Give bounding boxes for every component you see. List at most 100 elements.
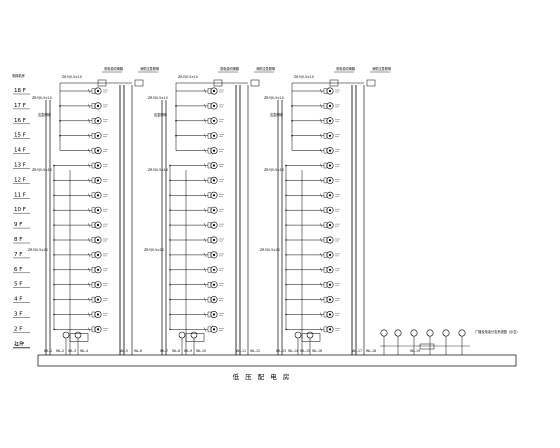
meter-dot (96, 298, 100, 301)
side-box (207, 88, 212, 94)
side-box (91, 252, 96, 258)
side-box (207, 267, 212, 273)
metering-box (185, 333, 205, 342)
meter-dot (212, 194, 216, 197)
side-box (323, 132, 328, 139)
breaker-tick (87, 223, 91, 228)
side-box (207, 103, 212, 109)
junction-dot (291, 134, 293, 137)
meter-dot (212, 238, 216, 242)
equipment-box (419, 343, 435, 350)
floor-label: 6 F (14, 267, 22, 273)
top-cable-label: ZR-YJV-5×10 (62, 75, 82, 79)
meter-symbol (326, 191, 334, 199)
meter-dot (328, 238, 332, 242)
meter-dot (96, 328, 100, 331)
low-cable-label: ZR-YJV-5×25 (260, 248, 280, 252)
meter-dot (96, 179, 100, 182)
meter-symbol (326, 147, 334, 155)
meter-dot (96, 149, 100, 152)
equipment-meter (394, 329, 402, 337)
breaker-tick (203, 223, 207, 228)
side-box (323, 192, 328, 199)
top-cable-label: ZR-YJV-5×10 (294, 75, 314, 79)
bus-label: WL-1 (44, 349, 52, 353)
equipment-meter (442, 329, 450, 337)
breaker-tick (319, 178, 323, 183)
meter-dot (328, 328, 332, 331)
meter-symbol (326, 296, 334, 304)
equipment-meter (426, 329, 434, 337)
meter-dot (96, 89, 100, 93)
meter-dot (328, 119, 332, 122)
meter-symbol (326, 132, 334, 140)
top-box-symbol (329, 79, 339, 87)
meter-dot (212, 253, 216, 256)
side-box (323, 162, 328, 169)
busbar-frame (37, 354, 517, 367)
floor-label: 5 F (14, 282, 22, 288)
mid-cable-label: ZR-YJV-5×16 (148, 168, 168, 172)
floor-label: 7 F (14, 252, 22, 258)
breaker-tick (203, 148, 207, 153)
side-box (207, 192, 212, 199)
meter-dot (212, 224, 216, 227)
meter-symbol (326, 206, 334, 214)
breaker-tick (87, 133, 91, 138)
side-box (91, 177, 96, 184)
bottom-meter (178, 331, 186, 339)
floor-label: 1 F (14, 341, 22, 347)
meter-symbol (326, 236, 334, 244)
floor-label: 2 F (14, 326, 22, 332)
right-equipment-group: 广播及电话分支系统图（示意） (380, 329, 520, 355)
side-box (91, 296, 96, 303)
meter-symbol (326, 117, 334, 125)
floor-label: 14 F (14, 148, 26, 154)
junction-dot (175, 105, 177, 107)
meter-dot (96, 164, 100, 167)
meter-dot (96, 268, 100, 271)
side-box (91, 88, 96, 94)
low-cable-label: ZR-YJV-5×25 (28, 248, 48, 252)
bottom-meter (62, 331, 70, 339)
bus-label: WL-17 (352, 349, 362, 353)
breaker-tick (203, 297, 207, 302)
breaker-tick (319, 193, 323, 198)
side-box (207, 237, 212, 243)
breaker-tick (87, 148, 91, 153)
meter-dot (96, 104, 100, 107)
junction-dot (291, 105, 293, 107)
meter-symbol (326, 176, 334, 184)
breaker-tick (319, 252, 323, 257)
bus-label: WL-16 (312, 349, 322, 353)
top-box-label: 双电源切换箱 (104, 66, 124, 71)
meter-dot (212, 268, 216, 271)
breaker-tick (319, 163, 323, 168)
breaker-tick (319, 208, 323, 213)
breaker-tick (319, 282, 323, 287)
meter-dot (96, 313, 100, 316)
meter-dot (212, 283, 216, 286)
breaker-tick (319, 88, 323, 94)
floor-label: 17 F (14, 103, 26, 109)
junction-dot (175, 120, 177, 122)
equipment-meter (410, 329, 418, 337)
meter-dot (212, 134, 216, 137)
side-box (91, 222, 96, 228)
meter-dot (96, 283, 100, 286)
side-box (323, 267, 328, 273)
side-box (91, 237, 96, 243)
side-box (207, 296, 212, 303)
meter-symbol (326, 281, 334, 289)
meter-dot (328, 253, 332, 256)
breaker-tick (87, 267, 91, 272)
floor-label: 9 F (14, 222, 22, 228)
mid-cable-label: ZR-YJV-5×16 (32, 168, 52, 172)
meter-symbol (326, 102, 334, 110)
mid-cable-label: ZR-YJV-5×10 (264, 96, 284, 100)
top-box-symbol (250, 79, 260, 87)
meter-symbol (326, 325, 334, 333)
top-emergency-label: 消防应急照明 (256, 66, 275, 71)
bus-label: WL-12 (250, 349, 260, 353)
